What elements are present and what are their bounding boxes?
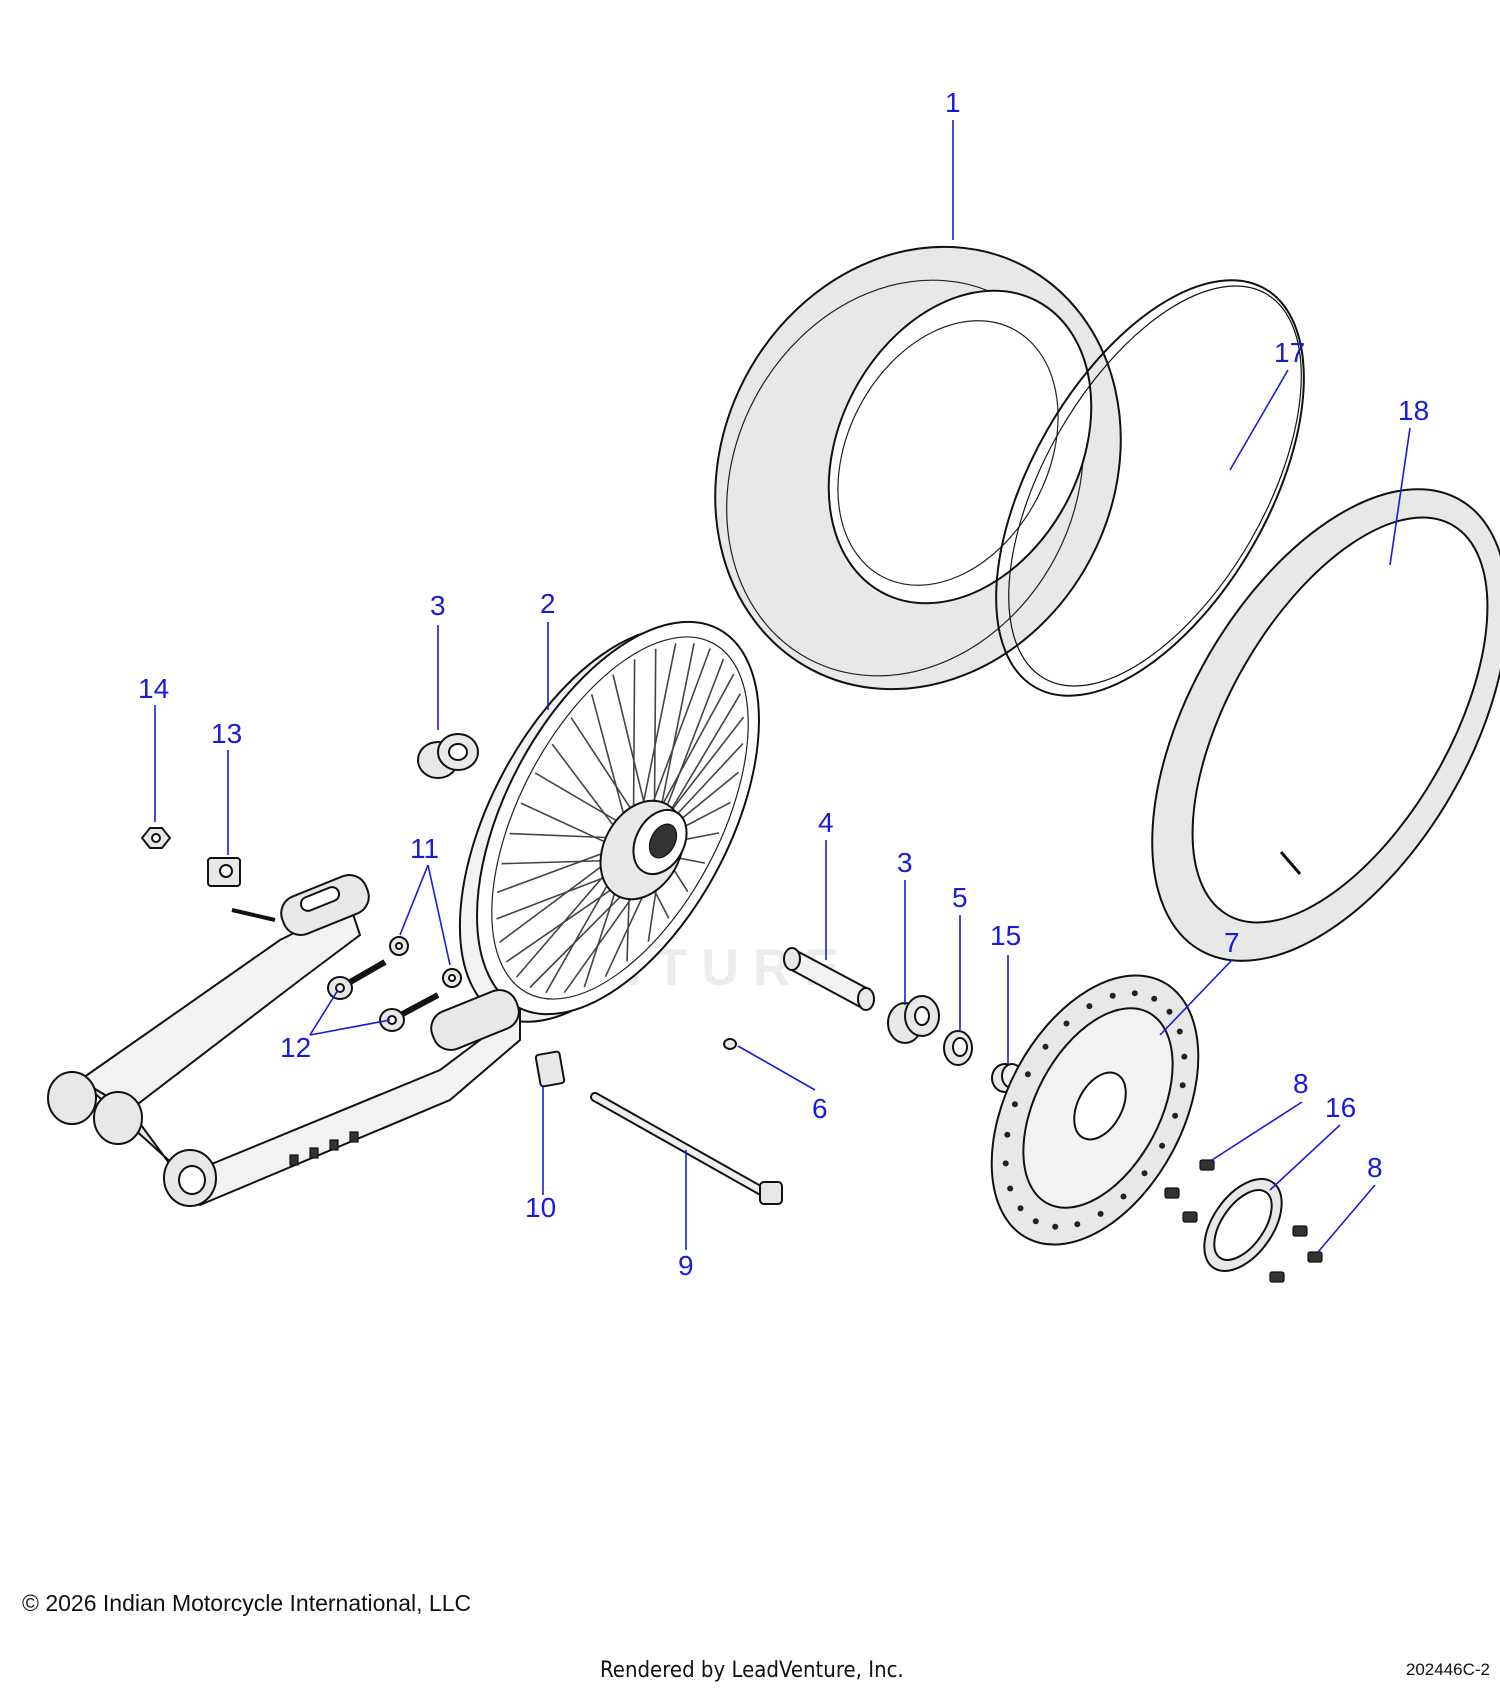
rotor-vent-hole [1109, 992, 1116, 999]
rotor-vent-holes [1002, 990, 1188, 1230]
rotor-vent-hole [1086, 1003, 1093, 1010]
wheel-spoke [638, 643, 677, 826]
brake-rotor-part[interactable] [949, 941, 1241, 1280]
rotor-vent-hole [1002, 1160, 1009, 1167]
callout-8-upper: 8 [1293, 1068, 1309, 1099]
adjuster-bolt-upper-part[interactable] [327, 959, 387, 1000]
callout-18: 18 [1398, 395, 1429, 426]
callout-labels: 1 17 18 3 2 14 13 11 4 3 5 15 7 12 8 6 1… [138, 87, 1429, 1281]
callout-11: 11 [410, 833, 439, 864]
adjuster-bolt-lower-part[interactable] [379, 992, 440, 1032]
swingarm-lugs [289, 1131, 359, 1166]
callout-7: 7 [1224, 927, 1240, 958]
rotor-vent-hole [1004, 1131, 1011, 1138]
callout-5: 5 [952, 882, 968, 913]
rotor-vent-hole [1181, 1053, 1188, 1060]
swingarm-part[interactable] [47, 870, 524, 1207]
callout-6: 6 [812, 1093, 828, 1124]
small-bushing-part[interactable] [723, 1038, 737, 1050]
adjuster-plate-part[interactable] [207, 857, 241, 887]
diagram-id-text: 202446C-2 [1405, 1660, 1490, 1679]
rendered-by-text: Rendered by LeadVenture, Inc. [600, 1658, 904, 1683]
small-nut-right-part[interactable] [442, 968, 462, 988]
rotor-vent-hole [1141, 1170, 1148, 1177]
rotor-bolts-part[interactable] [1164, 1159, 1323, 1283]
callout-14: 14 [138, 673, 169, 704]
callout-10: 10 [525, 1192, 556, 1223]
callout-3-lower: 3 [897, 847, 913, 878]
rotor-vent-hole [1052, 1223, 1059, 1230]
bearing-lower-part[interactable] [887, 995, 940, 1044]
callout-4: 4 [818, 807, 834, 838]
rotor-vent-hole [1172, 1112, 1179, 1119]
bearing-upper-part[interactable] [417, 733, 479, 779]
inner-tube-part[interactable] [1079, 430, 1500, 1020]
rotor-vent-hole [1179, 1082, 1186, 1089]
rotor-vent-hole [1159, 1142, 1166, 1149]
rotor-vent-hole [1007, 1185, 1014, 1192]
rotor-vent-hole [1166, 1008, 1173, 1015]
nut-part[interactable] [140, 827, 172, 849]
callout-2: 2 [540, 588, 556, 619]
callout-15: 15 [990, 920, 1021, 951]
tone-ring-part[interactable] [1189, 1165, 1298, 1285]
leader-lines [154, 120, 1411, 1253]
rotor-vent-hole [1120, 1193, 1127, 1200]
rotor-vent-hole [1097, 1210, 1104, 1217]
callout-12: 12 [280, 1032, 311, 1063]
copyright-text: © 2026 Indian Motorcycle International, … [22, 1590, 472, 1616]
small-nut-left-part[interactable] [389, 936, 409, 956]
rotor-vent-hole [1017, 1205, 1024, 1212]
callout-3-upper: 3 [430, 590, 446, 621]
rotor-vent-hole [1151, 995, 1158, 1002]
rotor-vent-hole [1042, 1043, 1049, 1050]
callout-13: 13 [211, 718, 242, 749]
adjuster-block-part[interactable] [534, 1050, 566, 1088]
axle-part[interactable] [590, 1092, 783, 1205]
callout-1: 1 [945, 87, 961, 118]
callout-9: 9 [678, 1250, 694, 1281]
callout-8-lower: 8 [1367, 1152, 1383, 1183]
seal-part[interactable] [943, 1030, 973, 1066]
wheel-spoke [632, 659, 636, 830]
spacer-tube-part[interactable] [783, 947, 875, 1011]
wheel-spoke [644, 648, 711, 825]
rotor-vent-hole [1063, 1020, 1070, 1027]
rotor-vent-hole [1024, 1071, 1031, 1078]
callout-17: 17 [1274, 337, 1305, 368]
rotor-vent-hole [1011, 1101, 1018, 1108]
wheel-spoke [650, 673, 735, 826]
rim-strip-part[interactable] [933, 230, 1367, 746]
rotor-vent-hole [1032, 1218, 1039, 1225]
rotor-vent-hole [1074, 1221, 1081, 1228]
tire-part[interactable] [639, 175, 1197, 761]
callout-16: 16 [1325, 1092, 1356, 1123]
rotor-vent-hole [1131, 990, 1138, 997]
rotor-vent-hole [1176, 1028, 1183, 1035]
